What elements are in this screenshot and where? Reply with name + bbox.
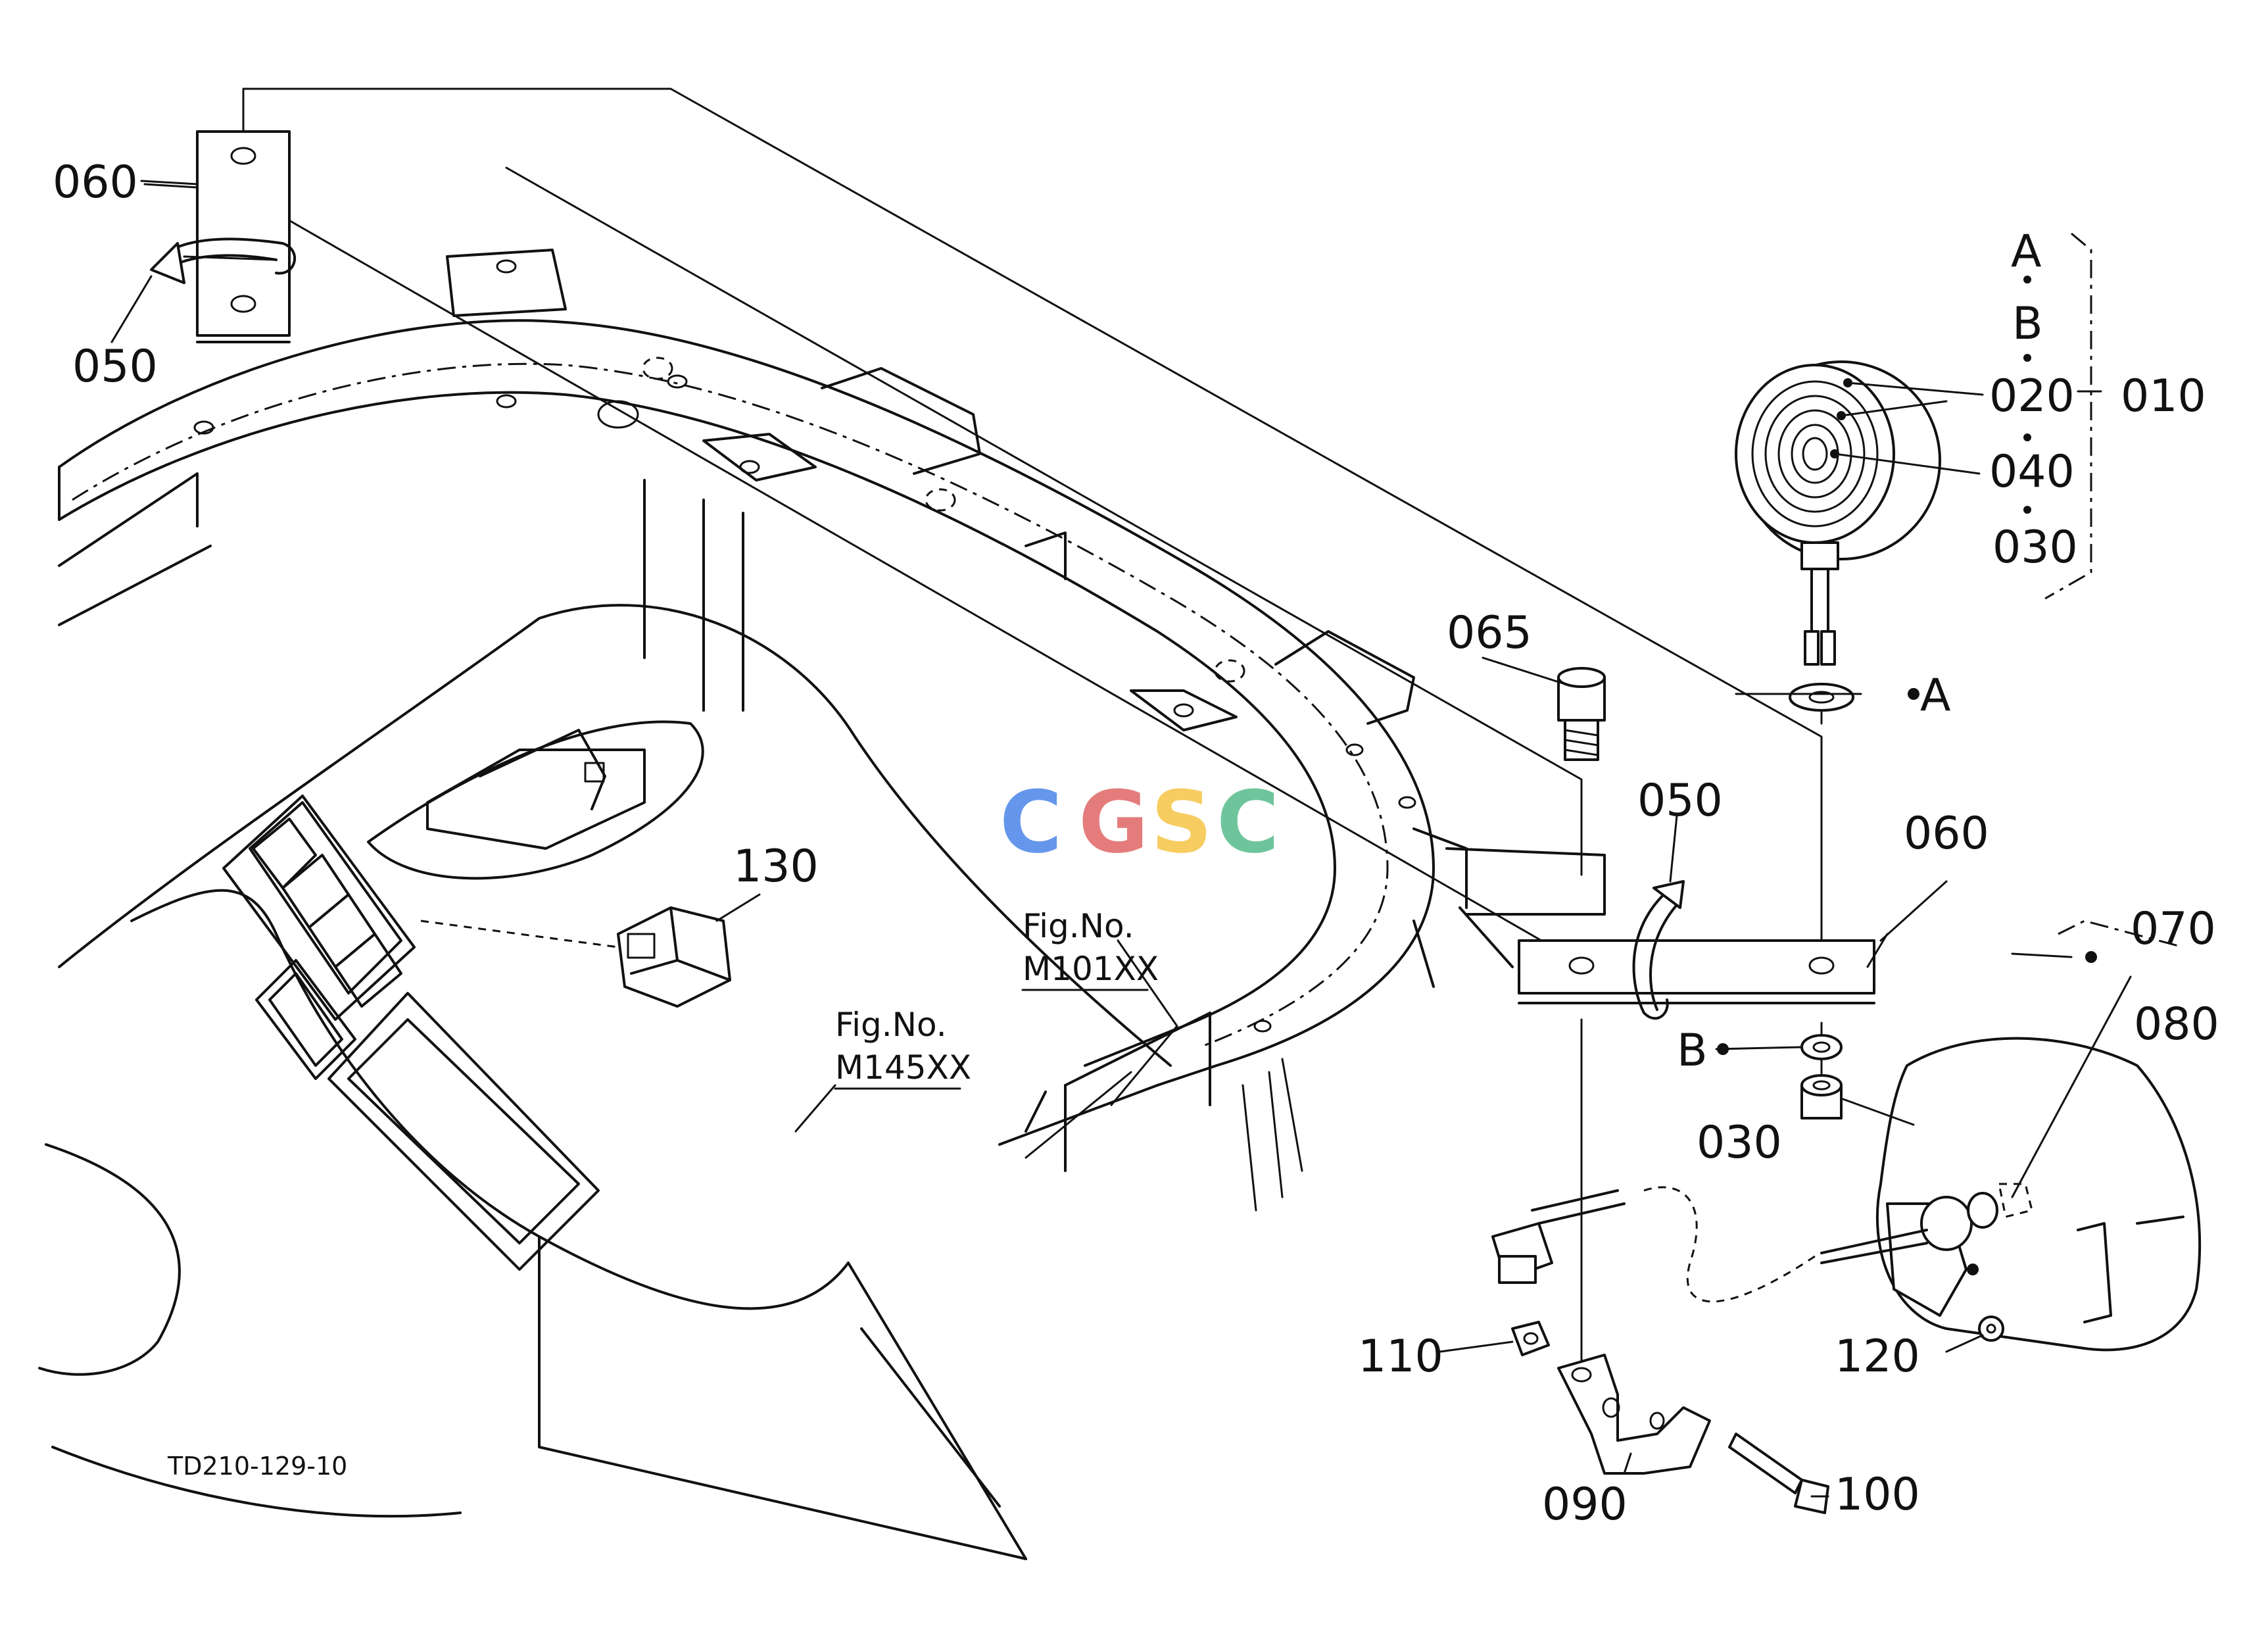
callout-100: 100 xyxy=(1835,1469,1920,1521)
marker-dots xyxy=(1717,276,2097,1055)
watermark-letter-3: S xyxy=(1151,772,1213,872)
callout-080: 080 xyxy=(2134,998,2219,1050)
callout-050-top: 050 xyxy=(72,341,158,393)
drawing-code: TD210-129-10 xyxy=(167,1452,347,1481)
part-090-bracket xyxy=(1557,1354,1711,1475)
callout-070: 070 xyxy=(2131,903,2216,955)
marker-a-group: A xyxy=(2011,226,2042,278)
callout-050-mid: 050 xyxy=(1637,775,1723,827)
watermark-letter-1: C xyxy=(1000,772,1062,872)
figure-refs: Fig.No. M101XX Fig.No. M145XX xyxy=(834,907,1159,1090)
callout-120: 120 xyxy=(1835,1331,1920,1383)
part-070-group-bracket xyxy=(2058,920,2184,948)
watermark-letter-2: G xyxy=(1078,772,1149,872)
marker-a-washer: A xyxy=(1920,670,1951,722)
part-130-switch xyxy=(617,906,731,1008)
fig-ref-label-2: Fig.No. xyxy=(835,1006,947,1044)
callout-065: 065 xyxy=(1447,607,1532,659)
fig-ref-label-1: Fig.No. xyxy=(1023,907,1134,945)
part-070-work-light xyxy=(1820,1037,2202,1352)
part-050-middle-tie xyxy=(1632,814,1685,1020)
callout-060-mid: 060 xyxy=(1904,808,1989,860)
callout-040: 040 xyxy=(1989,446,2075,498)
part-060-upper-plate xyxy=(110,130,296,343)
callout-090: 090 xyxy=(1542,1479,1628,1531)
dash-panel xyxy=(38,604,1172,1560)
callout-030-top: 030 xyxy=(1992,522,2078,574)
part-030-nut xyxy=(1800,1034,1843,1119)
callout-030-mid: 030 xyxy=(1697,1117,1782,1169)
callout-110: 110 xyxy=(1358,1331,1443,1383)
marker-b-washer: B xyxy=(1677,1025,1708,1077)
part-010-work-light xyxy=(1735,360,1941,712)
marker-b-group: B xyxy=(2012,298,2043,350)
part-060-middle-plate xyxy=(1518,939,1875,1004)
callout-130: 130 xyxy=(733,841,819,893)
part-120-washer xyxy=(1978,1315,2004,1342)
part-100-bolt xyxy=(1728,1433,1829,1514)
fig-ref-code-2: M145XX xyxy=(835,1048,971,1087)
leader-lines xyxy=(140,180,2132,1498)
callout-060-top: 060 xyxy=(53,157,138,209)
part-110-nut xyxy=(1511,1321,1550,1356)
callout-020: 020 xyxy=(1989,370,2075,422)
wire-harness xyxy=(1491,1186,1816,1303)
watermark: C G S C xyxy=(1000,772,1279,872)
part-065-bolt xyxy=(1557,667,1606,761)
fig-ref-code-1: M101XX xyxy=(1023,950,1159,988)
watermark-letter-4: C xyxy=(1217,772,1279,872)
callout-labels: 060 050 010 020 040 030 065 050 060 070 … xyxy=(53,157,2219,1531)
cabin-roof-frame xyxy=(58,249,1606,1212)
callout-010: 010 xyxy=(2121,370,2206,422)
